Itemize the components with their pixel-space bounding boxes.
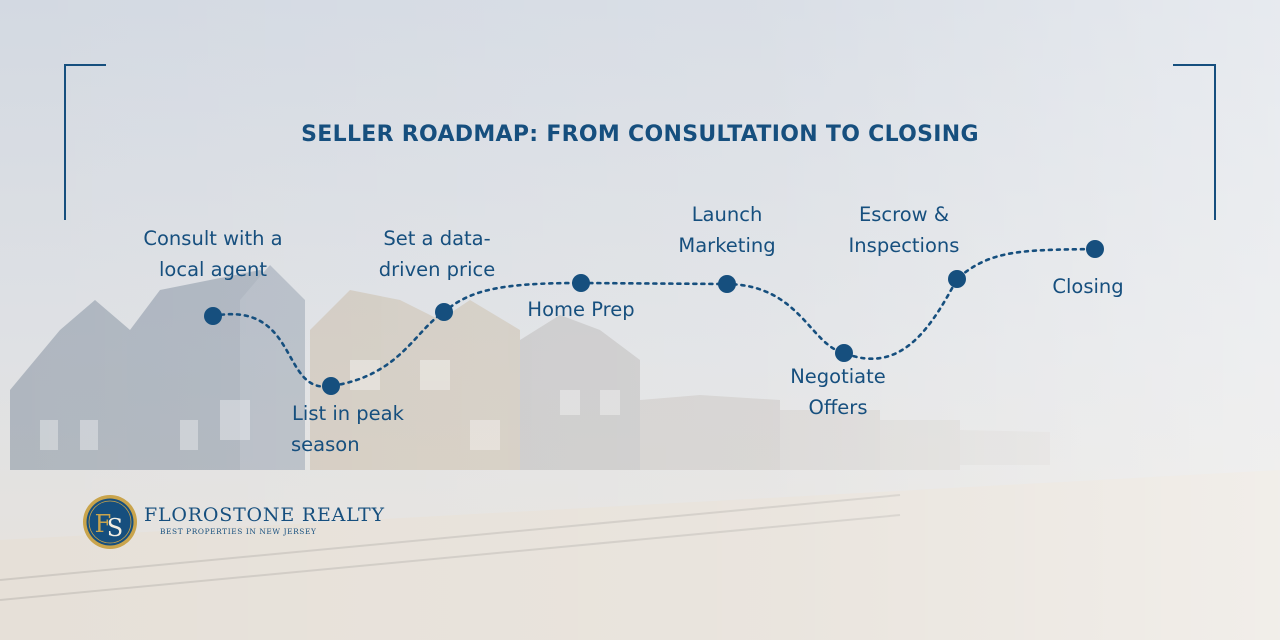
left-bracket (64, 64, 106, 220)
step-label-line: season (291, 433, 360, 456)
step-label-line: Consult with a (143, 227, 283, 250)
step-dot-closing (1086, 240, 1104, 258)
brand-tagline: BEST PROPERTIES IN NEW JERSEY (160, 527, 317, 536)
right-bracket (1173, 64, 1216, 220)
step-label-line: Closing (1052, 275, 1124, 298)
svg-text:S: S (107, 514, 123, 542)
step-dot-price (435, 303, 453, 321)
step-label-line: Set a data- (383, 227, 491, 250)
step-label-line: List in peak (292, 402, 404, 425)
step-label-line: Home Prep (527, 298, 635, 321)
roadmap-title: SELLER ROADMAP: FROM CONSULTATION TO CLO… (301, 122, 979, 147)
step-label-escrow: Escrow & Inspections (809, 199, 999, 261)
step-label-line: driven price (378, 258, 496, 281)
step-dot-escrow (948, 270, 966, 288)
step-dot-consult (204, 307, 222, 325)
brand-logo: F S FLOROSTONE REALTY BEST PROPERTIES IN… (82, 494, 384, 552)
step-markers (204, 240, 1104, 395)
step-label-line: Launch (691, 203, 763, 226)
step-label-line: Escrow & (858, 203, 950, 226)
svg-text:F: F (95, 510, 112, 538)
brand-name: FLOROSTONE REALTY (144, 504, 385, 526)
step-dot-prep (572, 274, 590, 292)
step-label-marketing: Launch Marketing (632, 199, 822, 261)
step-dot-marketing (718, 275, 736, 293)
fs-monogram-seal-icon: F S (83, 495, 137, 549)
step-dot-list (322, 377, 340, 395)
step-label-price: Set a data- driven price (342, 223, 532, 285)
step-dot-offers (835, 344, 853, 362)
step-label-closing: Closing (993, 271, 1183, 302)
frame-brackets (64, 64, 1216, 220)
step-label-line: Negotiate (790, 365, 886, 388)
step-label-list: List in peak season (253, 398, 443, 460)
step-label-line: Marketing (678, 234, 776, 257)
step-label-line: local agent (159, 258, 267, 281)
step-label-line: Inspections (848, 234, 960, 257)
step-label-line: Offers (808, 396, 868, 419)
step-label-offers: Negotiate Offers (743, 361, 933, 423)
step-label-consult: Consult with a local agent (118, 223, 308, 285)
step-label-prep: Home Prep (486, 294, 676, 325)
